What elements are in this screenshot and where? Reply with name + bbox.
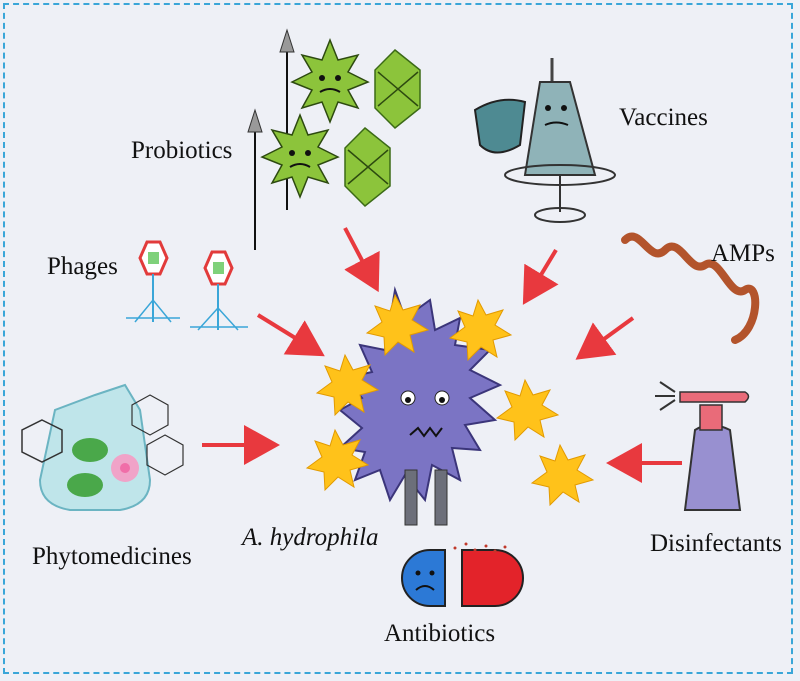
label-phytomedicines: Phytomedicines: [32, 543, 192, 570]
phages-illustration: [126, 240, 248, 331]
label-organism: A. hydrophila: [242, 524, 379, 551]
probiotics-illustration: [247, 28, 421, 250]
bacterium-illustration: [337, 286, 503, 526]
label-vaccines: Vaccines: [619, 104, 708, 131]
label-disinfectants: Disinfectants: [650, 530, 782, 557]
amps-helix-illustration: [621, 232, 760, 344]
antibiotic-pill-illustration: [401, 542, 524, 607]
arrow-phages: [256, 313, 325, 357]
dashed-frame: [3, 3, 793, 674]
vaccines-illustration: [473, 58, 616, 223]
disinfectant-spray-illustration: [655, 381, 750, 511]
arrow-vaccines: [522, 248, 559, 305]
yellow-bursts: [305, 293, 595, 507]
phytomedicines-illustration: [21, 383, 184, 511]
label-phages: Phages: [47, 253, 118, 280]
label-amps: AMPs: [711, 240, 775, 267]
label-probiotics: Probiotics: [131, 137, 233, 164]
arrow-probiotics: [343, 227, 380, 293]
arrows: [202, 227, 682, 483]
label-antibiotics: Antibiotics: [384, 620, 496, 647]
arrow-amps: [575, 316, 635, 360]
